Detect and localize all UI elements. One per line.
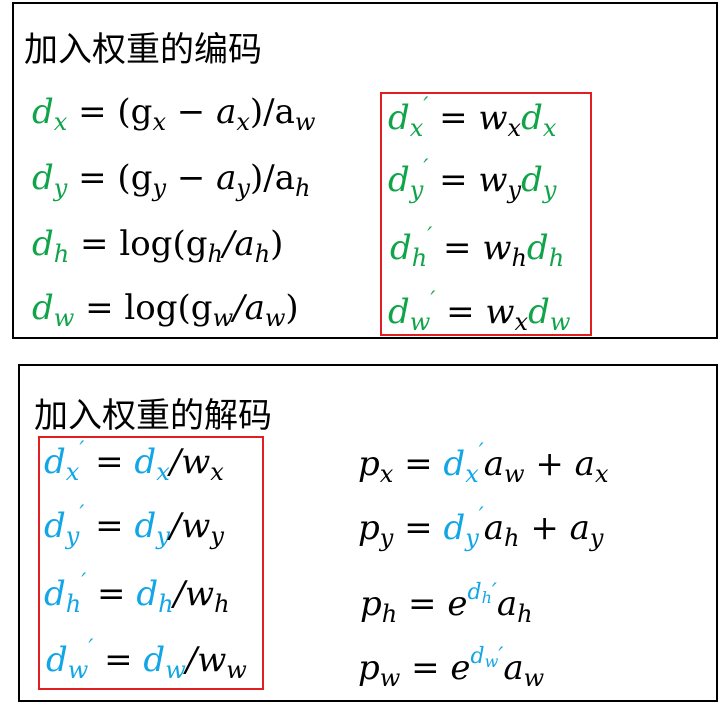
decode-eq-px: px = dx′aw + ax [358,440,609,488]
encode-eq-dh: dh = log(gh/ah) [32,224,284,268]
encode-title: 加入权重的编码 [24,30,262,70]
decode-eq-dh: dh′ = dh/wh [44,570,230,618]
encode-weighted-dy: dy′ = wydy [388,156,557,204]
decode-panel [18,364,718,702]
decode-eq-dy: dy′ = dy/wy [44,502,224,550]
encode-eq-dy: dy = (gy − ay)/ah [32,158,311,202]
decode-weight-box [38,436,264,690]
decode-title: 加入权重的解码 [34,396,272,436]
encode-weighted-dx: dx′ = wxdx [388,94,557,142]
decode-eq-pw: pw = edw′aw [358,644,545,692]
decode-eq-py: py = dy′ah + ay [358,504,604,552]
encode-panel [12,2,718,339]
decode-eq-dx: dx′ = dx/wx [44,438,224,486]
encode-weighted-dh: dh′ = whdh [390,224,565,272]
decode-eq-ph: ph = edh′ah [360,580,533,628]
encode-eq-dx: dx = (gx − ax)/aw [32,92,316,136]
encode-weighted-dw: dw′ = wxdw [388,288,571,336]
decode-eq-dw: dw′ = dw/ww [46,636,247,684]
encode-eq-dw: dw = log(gw/aw) [32,288,299,332]
encode-weight-box [380,92,592,336]
